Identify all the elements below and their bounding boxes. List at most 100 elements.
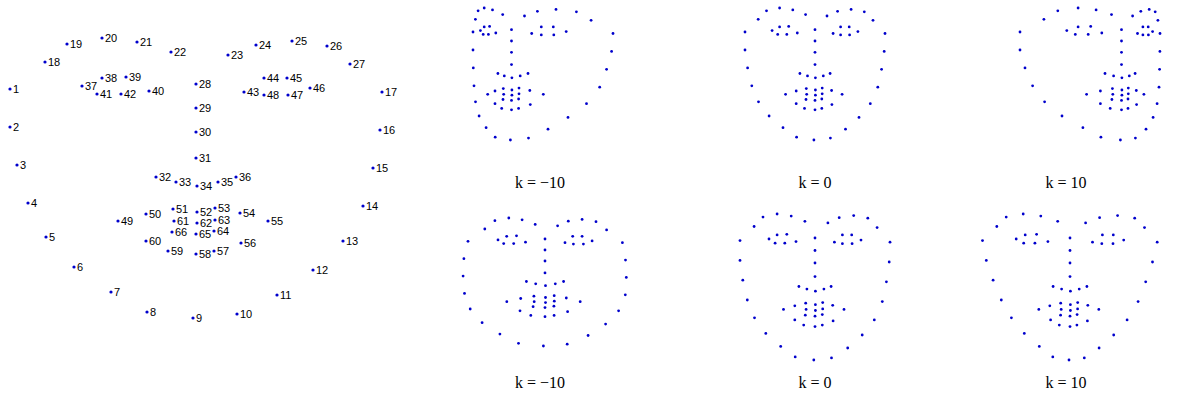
landmark-number: 34 xyxy=(200,180,212,192)
landmark-dot xyxy=(544,296,547,299)
landmark-dot xyxy=(262,76,265,79)
landmark-dot xyxy=(1069,315,1072,318)
landmark-dot xyxy=(511,94,514,97)
landmark-dot xyxy=(995,225,998,228)
landmark-dot xyxy=(1086,304,1089,307)
landmark-dot xyxy=(876,226,879,229)
landmark-dot xyxy=(533,300,536,303)
landmark-dot xyxy=(540,26,543,29)
landmark-dot xyxy=(1120,108,1123,111)
landmark-dot xyxy=(325,44,328,47)
landmark-dot xyxy=(841,234,844,237)
landmark-dot xyxy=(814,325,817,328)
landmark-dot xyxy=(1086,320,1089,323)
landmark-dot xyxy=(213,206,216,209)
landmark-dot xyxy=(768,115,771,118)
landmark-number: 25 xyxy=(295,35,307,47)
landmark-dot xyxy=(757,18,760,21)
landmark-dot xyxy=(1098,347,1101,350)
landmark-dot xyxy=(544,238,547,241)
landmark-dot xyxy=(771,29,774,32)
landmark-dot xyxy=(621,241,624,244)
landmark-dot xyxy=(1048,304,1051,307)
landmark-dot xyxy=(795,136,798,139)
landmark-dot xyxy=(1159,50,1162,53)
landmark-dot xyxy=(844,128,847,131)
landmark-dot xyxy=(581,218,584,221)
landmark-dot xyxy=(805,98,808,101)
landmark-dot xyxy=(1143,226,1146,229)
landmark-dot xyxy=(483,7,486,10)
landmark-dot xyxy=(1142,34,1145,37)
landmark-dot xyxy=(194,252,197,255)
landmark-dot xyxy=(1022,213,1025,216)
landmark-dot xyxy=(1065,29,1068,32)
landmark-dot xyxy=(239,241,242,244)
landmark-dot xyxy=(741,279,744,282)
landmark-dot xyxy=(858,116,861,119)
landmark-dot xyxy=(839,26,842,29)
landmark-dot xyxy=(500,107,503,110)
landmark-dot xyxy=(502,93,505,96)
landmark-dot xyxy=(144,212,147,215)
landmark-dot xyxy=(567,116,570,119)
landmark-dot xyxy=(846,347,849,350)
landmark-dot xyxy=(1047,240,1050,243)
landmark-dot xyxy=(474,18,477,21)
landmark-dot xyxy=(814,237,817,240)
landmark-dot xyxy=(552,26,555,29)
landmark-number: 41 xyxy=(100,88,112,100)
landmark-dot xyxy=(839,34,842,37)
landmark-number: 15 xyxy=(376,162,388,174)
landmark-dot xyxy=(553,305,556,308)
landmark-dot xyxy=(530,32,533,35)
landmark-dot xyxy=(544,301,547,304)
landmark-dot xyxy=(992,279,995,282)
landmark-dot xyxy=(830,89,833,92)
landmark-number: 4 xyxy=(31,197,37,209)
landmark-number: 46 xyxy=(313,82,325,94)
landmark-dot xyxy=(1060,308,1063,311)
landmark-dot xyxy=(1052,285,1055,288)
landmark-dot xyxy=(1112,242,1115,245)
landmark-dot xyxy=(1085,93,1088,96)
landmark-dot xyxy=(1077,26,1080,29)
landmark-dot xyxy=(803,107,806,110)
landmark-dot xyxy=(518,92,521,95)
landmark-dot xyxy=(194,106,197,109)
panel-caption: k = 0 xyxy=(798,174,831,192)
landmark-dot xyxy=(1076,308,1079,311)
landmark-dot xyxy=(1134,72,1137,75)
landmark-dot xyxy=(852,214,855,217)
landmark-dot xyxy=(341,239,344,242)
landmark-dot xyxy=(1152,116,1155,119)
landmark-dot xyxy=(505,235,508,238)
landmark-number: 32 xyxy=(159,171,171,183)
landmark-dot xyxy=(44,235,47,238)
landmark-number: 29 xyxy=(199,102,211,114)
landmark-number: 54 xyxy=(243,207,255,219)
landmark-number: 1 xyxy=(13,83,19,95)
landmark-dot xyxy=(806,75,809,78)
landmark-dot xyxy=(814,262,817,265)
landmark-dot xyxy=(266,219,269,222)
landmark-dot xyxy=(524,241,527,244)
landmark-dot xyxy=(776,234,779,237)
panel-caption: k = −10 xyxy=(515,374,565,392)
landmark-dot xyxy=(43,60,46,63)
landmark-number: 7 xyxy=(114,286,120,298)
landmark-dot xyxy=(1127,107,1130,110)
landmark-dot xyxy=(1010,316,1013,319)
landmark-number: 36 xyxy=(239,171,251,183)
landmark-dot xyxy=(566,343,569,346)
landmark-dot xyxy=(746,299,749,302)
landmark-dot xyxy=(1128,75,1131,78)
landmark-dot xyxy=(553,314,556,317)
landmark-dot xyxy=(1133,217,1136,220)
landmark-dot xyxy=(838,216,841,219)
landmark-number: 61 xyxy=(177,215,189,227)
landmark-dot xyxy=(510,28,513,31)
landmark-number: 64 xyxy=(217,225,229,237)
landmark-number: 47 xyxy=(291,89,303,101)
